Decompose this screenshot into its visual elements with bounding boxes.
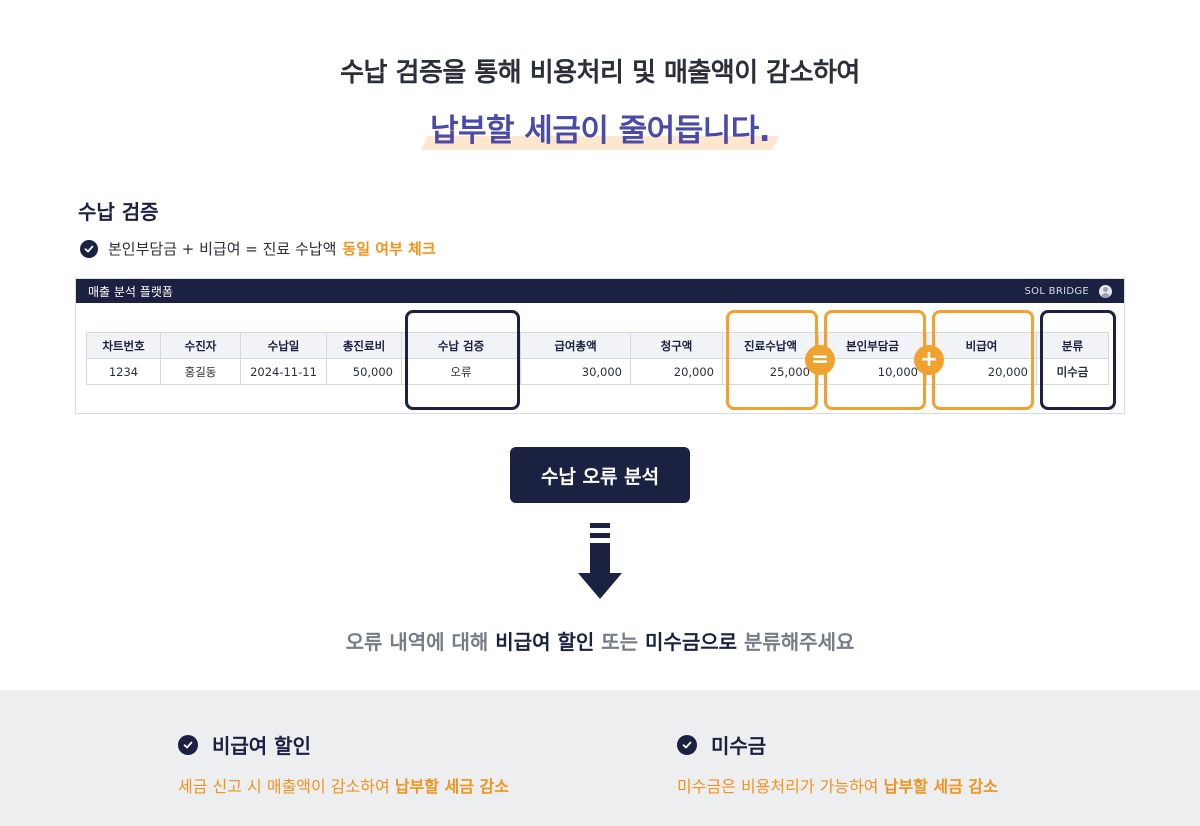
feature-non-covered-discount: 비급여 할인 세금 신고 시 매출액이 감소하여 납부할 세금 감소 xyxy=(178,730,509,797)
table-cell: 2024-11-11 xyxy=(240,358,327,385)
table-cell: 10,000 xyxy=(818,358,927,385)
table-cell: 1234 xyxy=(86,358,161,385)
feature-desc-bold: 납부할 세금 감소 xyxy=(394,777,509,796)
conclusion-highlight: 미수금으로 xyxy=(643,626,740,655)
feature-receivable: 미수금 미수금은 비용처리가 가능하여 납부할 세금 감소 xyxy=(677,730,998,797)
section-title: 수납 검증 xyxy=(78,200,159,224)
column-header: 본인부담금 xyxy=(818,332,927,359)
feature-desc-text: 미수금은 비용처리가 가능하여 xyxy=(677,777,879,796)
copay-frame xyxy=(824,310,926,410)
column-header: 총진료비 xyxy=(326,332,402,359)
conclusion-part: 분류해주세요 xyxy=(743,630,855,654)
payment-table: 차트번호 수진자 수납일 총진료비 수납 검증 급여총액 청구액 진료수납액 본… xyxy=(86,332,1109,385)
hero: 수납 검증을 통해 비용처리 및 매출액이 감소하여 납부할 세금이 줄어듭니다… xyxy=(0,52,1200,150)
check-circle-icon xyxy=(80,239,98,258)
user-avatar-icon[interactable] xyxy=(1099,284,1112,298)
table-header-row: 차트번호 수진자 수납일 총진료비 수납 검증 급여총액 청구액 진료수납액 본… xyxy=(86,332,1109,359)
column-header: 진료수납액 xyxy=(722,332,819,359)
table-cell: 20,000 xyxy=(926,358,1037,385)
table-cell: 홍길동 xyxy=(160,358,241,385)
column-header: 수납 검증 xyxy=(401,332,521,359)
feature-title-row: 미수금 xyxy=(677,730,998,759)
panel-title-bar: 매출 분석 플랫폼 SOL BRIDGE xyxy=(76,279,1124,303)
feature-title: 미수금 xyxy=(711,734,767,758)
check-item: 본인부담금 + 비급여 = 진료 수납액 동일 여부 체크 xyxy=(80,238,436,259)
brand-name: SOL BRIDGE xyxy=(1024,285,1089,297)
equals-icon: = xyxy=(805,345,835,375)
check-circle-icon xyxy=(677,734,697,755)
feature-title: 비급여 할인 xyxy=(212,734,311,758)
conclusion-part: 또는 xyxy=(601,630,639,654)
table-cell: 미수금 xyxy=(1036,358,1109,385)
plus-icon: + xyxy=(914,345,944,375)
table-cell: 25,000 xyxy=(722,358,819,385)
table-cell: 50,000 xyxy=(326,358,402,385)
panel-brand: SOL BRIDGE xyxy=(1024,284,1112,298)
classification-frame xyxy=(1040,310,1116,410)
feature-description: 세금 신고 시 매출액이 감소하여 납부할 세금 감소 xyxy=(178,773,509,797)
column-header: 비급여 xyxy=(926,332,1037,359)
check-text: 본인부담금 + 비급여 = 진료 수납액 xyxy=(108,240,337,258)
payment-error-analysis-button[interactable]: 수납 오류 분석 xyxy=(510,447,690,503)
feature-desc-text: 세금 신고 시 매출액이 감소하여 xyxy=(178,777,390,796)
column-header: 차트번호 xyxy=(86,332,161,359)
non-covered-frame xyxy=(932,310,1034,410)
feature-desc-bold: 납부할 세금 감소 xyxy=(883,777,998,796)
table-row[interactable]: 1234 홍길동 2024-11-11 50,000 오류 30,000 20,… xyxy=(86,358,1109,385)
table-cell: 20,000 xyxy=(630,358,723,385)
column-header: 청구액 xyxy=(630,332,723,359)
column-header: 수진자 xyxy=(160,332,241,359)
sales-analysis-panel: 매출 분석 플랫폼 SOL BRIDGE 차트번호 수진자 수납일 총진료비 수… xyxy=(75,278,1125,414)
table-cell: 30,000 xyxy=(520,358,631,385)
conclusion-text: 오류 내역에 대해 비급여 할인 또는 미수금으로 분류해주세요 xyxy=(0,626,1200,655)
hero-subheadline-wrap: 납부할 세금이 줄어듭니다. xyxy=(420,105,780,150)
conclusion-highlight: 비급여 할인 xyxy=(493,626,597,655)
column-header: 수납일 xyxy=(240,332,327,359)
column-header: 분류 xyxy=(1036,332,1109,359)
hero-subheadline: 납부할 세금이 줄어듭니다. xyxy=(429,113,771,149)
feature-footer: 비급여 할인 세금 신고 시 매출액이 감소하여 납부할 세금 감소 미수금 미… xyxy=(0,690,1200,826)
arrow-down-icon xyxy=(578,523,622,599)
feature-description: 미수금은 비용처리가 가능하여 납부할 세금 감소 xyxy=(677,773,998,797)
check-highlight: 동일 여부 체크 xyxy=(342,240,436,258)
conclusion-part: 오류 내역에 대해 xyxy=(345,630,489,654)
column-header: 급여총액 xyxy=(520,332,631,359)
panel-title: 매출 분석 플랫폼 xyxy=(88,284,173,299)
hero-headline: 수납 검증을 통해 비용처리 및 매출액이 감소하여 xyxy=(340,58,860,88)
check-circle-icon xyxy=(178,734,198,755)
feature-title-row: 비급여 할인 xyxy=(178,730,509,759)
verification-column-frame xyxy=(405,310,520,410)
